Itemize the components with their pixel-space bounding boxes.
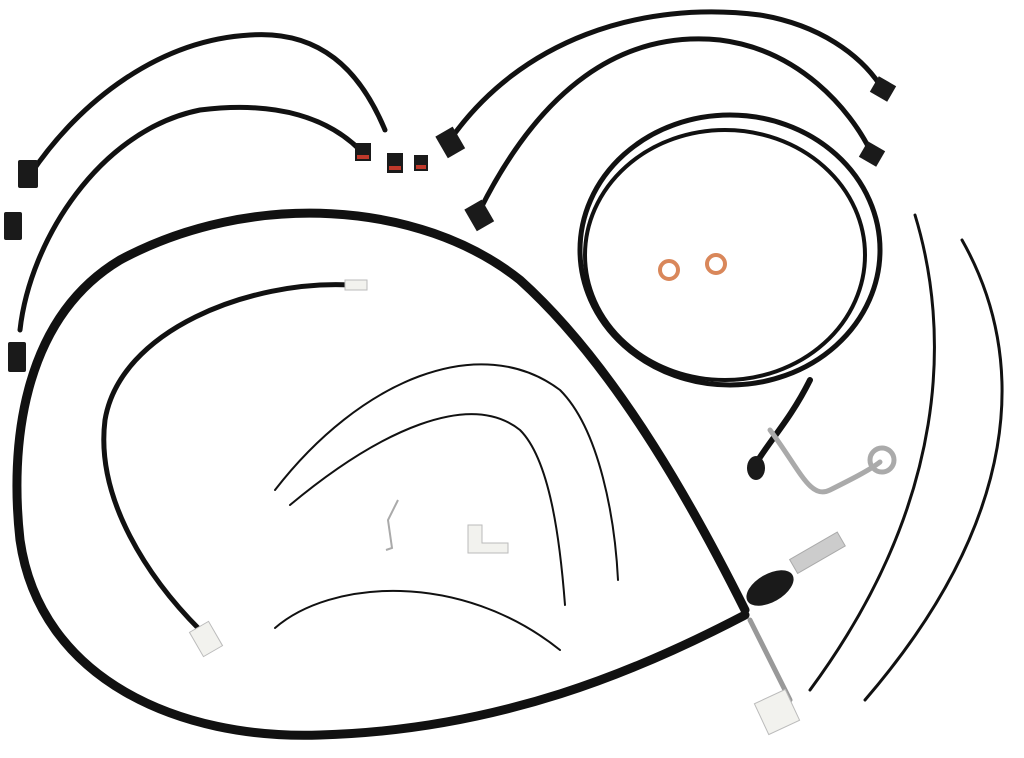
- banjo-ring: [867, 445, 897, 475]
- harness-upper-right-1: [447, 9, 883, 143]
- thin-wire-bottom: [274, 589, 561, 651]
- chrome-banjo-line: [767, 427, 883, 495]
- brake-line-end: [752, 377, 813, 468]
- connector-accent: [416, 165, 426, 169]
- connector-accent: [357, 155, 369, 159]
- banjo-fitting: [747, 456, 765, 480]
- zip-tie-2: [863, 238, 1004, 702]
- white-cable-clip: [467, 524, 509, 554]
- throttle-wire-1: [274, 363, 619, 581]
- harness-upper-left-1: [27, 32, 388, 178]
- clutch-cable-adjuster: [788, 531, 846, 575]
- harness-middle: [101, 282, 353, 633]
- connector: [464, 199, 495, 232]
- brake-line-coil-inner: [583, 128, 867, 382]
- harness-upper-right-2: [477, 36, 873, 213]
- cable-label-tag: [753, 688, 801, 736]
- copper-washer: [658, 259, 680, 281]
- harness-upper-left-2: [17, 104, 363, 333]
- throttle-wire-2: [289, 413, 566, 606]
- connector: [858, 141, 886, 167]
- zip-tie-1: [808, 213, 936, 692]
- connector: [435, 126, 466, 159]
- connector: [4, 212, 22, 240]
- white-connector: [188, 620, 224, 658]
- connector: [18, 160, 38, 188]
- connector: [8, 342, 26, 372]
- spring-clip: [385, 499, 399, 551]
- copper-washer: [705, 253, 727, 275]
- brake-line-coil: [577, 112, 883, 388]
- white-connector: [344, 279, 368, 291]
- connector: [869, 76, 897, 102]
- clutch-cable-end: [747, 617, 793, 703]
- connector-accent: [389, 166, 401, 170]
- clutch-cable: [12, 208, 750, 740]
- clutch-cable-ferrule: [746, 570, 794, 606]
